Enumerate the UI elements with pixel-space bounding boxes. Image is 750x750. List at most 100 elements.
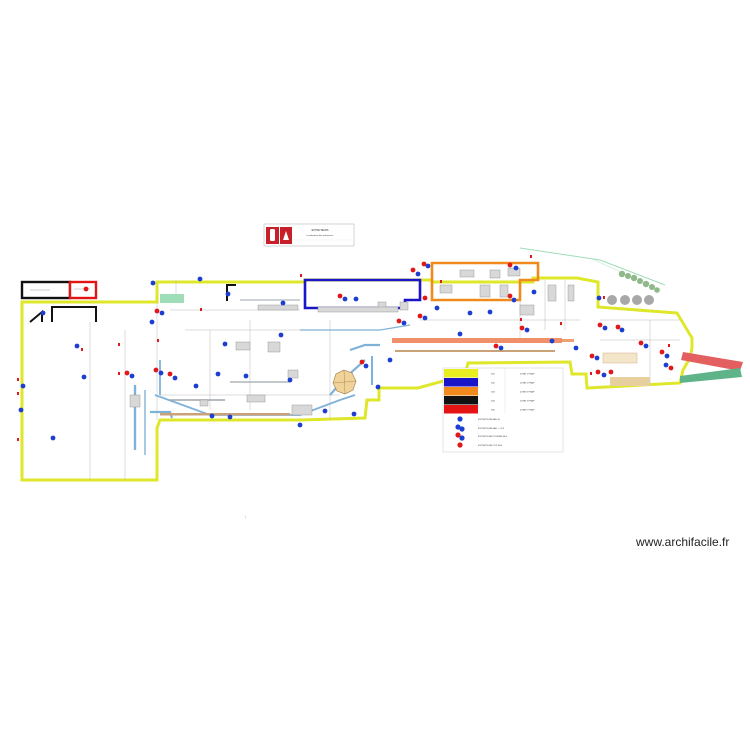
extinguisher-red-icon [457, 442, 463, 448]
extinguisher-blue-icon [243, 373, 249, 379]
zone-3-orange [430, 261, 540, 302]
extinguisher-red-blue-icon [154, 308, 165, 316]
legend-code: Z01 [491, 374, 496, 376]
extinguisher-blue-icon [434, 305, 440, 311]
legend-swatch-row-5: Z05 ZONE 5 PSAP [444, 405, 535, 414]
legend-symbol-row-1: EXTINCTEUR EAU 6L [457, 416, 501, 422]
extinguisher-blue-icon [280, 300, 286, 306]
extinguisher-blue-icon [573, 345, 579, 351]
extinguisher-red-blue-icon [417, 313, 428, 321]
legend-symbol-row-2: EXTINCTEUR EAU + CO2 [455, 424, 505, 432]
legend-swatch-red [444, 405, 478, 414]
extinguisher-blue-icon [297, 422, 303, 428]
extinguisher-red-blue-icon [663, 362, 674, 371]
extinguisher-blue-icon [20, 383, 26, 389]
extinguisher-blue-icon [467, 310, 473, 316]
extinguisher-red-icon [608, 369, 614, 375]
extinguisher-blue-icon [287, 377, 293, 383]
extinguisher-blue-icon [322, 408, 328, 414]
extinguisher-red-blue-icon [507, 262, 519, 271]
conveyor-tan-lower [160, 413, 290, 416]
legend-text: ZONE 5 PSAP [520, 409, 535, 412]
extinguisher-red-blue-icon [455, 432, 461, 438]
extinguisher-red-blue-icon [124, 370, 135, 379]
extinguisher-blue-icon [209, 413, 215, 419]
extinguisher-red-blue-icon [638, 340, 649, 349]
extinguisher-blue-icon [222, 341, 228, 347]
storage-tanks [607, 295, 654, 305]
tree-row [618, 270, 660, 293]
extinguisher-red-blue-icon [167, 371, 178, 381]
zone-5-red [68, 280, 98, 300]
legend: Z01 ZONE 1 PSAP Z02 ZONE 2 PSAP Z03 ZONE… [442, 367, 564, 453]
extinguisher-blue-icon [457, 331, 463, 337]
extinguisher-blue-icon [149, 319, 155, 325]
legend-swatch-yellow [444, 369, 478, 378]
extinguisher-blue-icon [150, 280, 156, 286]
conveyor-salmon [392, 338, 562, 343]
extinguisher-blue-icon [193, 383, 199, 389]
green-area [160, 294, 184, 303]
legend-swatch-row-2: Z02 ZONE 2 PSAP [444, 378, 535, 387]
extinguisher-red-blue-icon [595, 369, 607, 378]
wall-markers [17, 255, 670, 441]
legend-text: ZONE 1 PSAP [520, 373, 535, 376]
extinguisher-blue-pair-icon [455, 424, 461, 430]
extinguisher-blue-icon [278, 332, 284, 338]
legend-swatch-black [444, 396, 478, 405]
extinguisher-red-blue-icon [493, 343, 504, 351]
machinery [129, 267, 575, 416]
legend-symbol-text: EXTINCTEUR EAU 6L [478, 418, 501, 421]
legend-symbol-text: EXTINCTEUR POUDRE 9KG [478, 436, 507, 438]
extinguisher-blue-icon [353, 296, 359, 302]
loading-pad-red [681, 352, 743, 371]
conveyor-salmon-end [562, 339, 574, 342]
watermark-link[interactable]: www.archifacile.fr [636, 535, 730, 549]
legend-text: ZONE 4 PSAP [520, 400, 535, 403]
extinguisher-blue-icon [375, 384, 381, 390]
extinguisher-red-icon [83, 286, 89, 292]
extinguisher-blue-icon [531, 289, 537, 295]
sign-title: EXTINCTEURS [312, 229, 329, 232]
extinguisher-red-blue-icon [519, 325, 530, 333]
extinguisher-blue-icon [81, 374, 87, 380]
legend-swatch-orange [444, 387, 478, 396]
extinguisher-blue-icon [549, 338, 555, 344]
legend-symbol-text: EXTINCTEUR EAU + CO2 [478, 427, 505, 430]
extinguisher-blue-icon [351, 411, 357, 417]
legend-symbol-text: EXTINCTEUR CO2 5KG [478, 445, 502, 447]
legend-code: Z03 [491, 392, 496, 394]
extinguisher-red-blue-icon [337, 293, 348, 302]
extinguisher-blue-icon [487, 309, 493, 315]
extinguisher-blue-icon [225, 291, 231, 297]
wall-segment [51, 306, 97, 322]
legend-symbol-row-3: EXTINCTEUR POUDRE 9KG [455, 432, 507, 441]
landscaping [519, 247, 666, 305]
extinguisher-red-blue-icon [597, 322, 608, 331]
extinguisher-blue-icon [215, 371, 221, 377]
extinguisher-red-blue-icon [615, 324, 625, 333]
legend-swatch-row-1: Z01 ZONE 1 PSAP [444, 369, 535, 378]
wall-segment [29, 309, 43, 323]
extinguisher-red-blue-icon [589, 353, 600, 361]
loading-pad-green [680, 368, 742, 383]
legend-swatch-blue [444, 378, 478, 387]
extinguisher-blue-icon [596, 295, 602, 301]
extinguisher-red-blue-icon [359, 359, 369, 369]
extinguisher-red-blue-icon [410, 267, 421, 277]
extinguisher-blue-icon [18, 407, 24, 413]
extinguisher-red-blue-icon [659, 349, 670, 359]
extinguisher-markers [18, 261, 674, 441]
extinguisher-blue-icon [227, 414, 233, 420]
legend-text: ZONE 3 PSAP [520, 391, 535, 394]
legend-code: Z02 [491, 383, 496, 385]
conveyor-tan [395, 350, 555, 352]
legend-code: Z05 [491, 410, 496, 412]
room-tan-right-upper [602, 352, 638, 364]
extinguisher-red-blue-icon [421, 261, 431, 269]
legend-swatch-row-3: Z03 ZONE 3 PSAP [444, 387, 535, 396]
extinguisher-red-icon [422, 295, 428, 301]
extinguisher-red-blue-icon [153, 367, 164, 376]
extinguisher-blue-icon [197, 276, 203, 282]
